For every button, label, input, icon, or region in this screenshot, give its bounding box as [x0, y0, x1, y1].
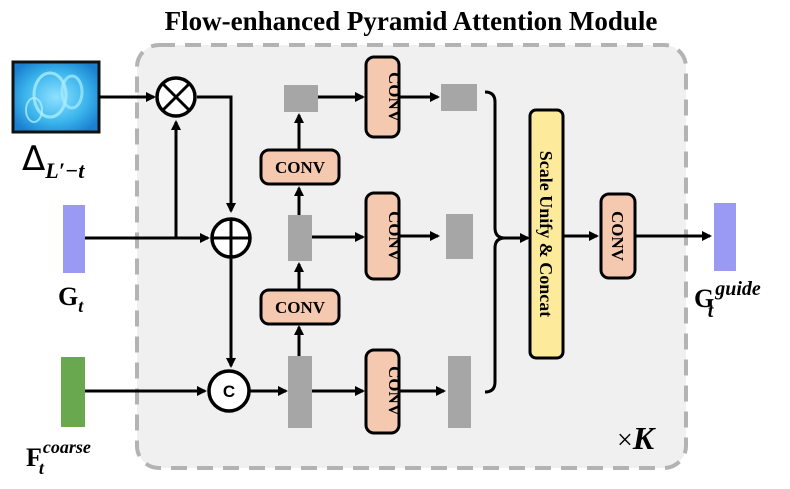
svg-text:Scale Unify & Concat: Scale Unify & Concat — [536, 151, 556, 317]
g-input-label: Gt — [58, 282, 84, 316]
svg-text:CONV: CONV — [385, 366, 404, 417]
flow-delta: Δ — [22, 139, 45, 179]
multiply-operator — [155, 76, 197, 118]
conv-branch-middle: CONV — [364, 191, 404, 281]
concat-operator: C — [207, 369, 251, 413]
flow-input-label: ΔL′−t — [22, 139, 85, 183]
svg-text:CONV: CONV — [275, 158, 326, 177]
wire-mul-to-add — [197, 95, 236, 213]
conv-branch-bottom: CONV — [364, 348, 404, 435]
feature-level-3 — [284, 85, 318, 112]
conv-branch-top: CONV — [364, 55, 404, 139]
output-block — [714, 203, 736, 271]
svg-text:CONV: CONV — [385, 211, 404, 262]
branch-output-2 — [446, 214, 473, 259]
repeat-label: ×K — [617, 420, 657, 456]
branch-output-1 — [448, 356, 471, 428]
scale-unify-concat-block: Scale Unify & Concat — [528, 108, 565, 360]
coarse-input-block — [61, 357, 85, 427]
feature-level-2 — [288, 215, 312, 261]
add-operator — [210, 217, 252, 259]
feature-level-1 — [288, 356, 312, 428]
conv-final: CONV — [599, 192, 637, 280]
conv-downsample-upper: CONV — [259, 148, 341, 186]
svg-text:CONV: CONV — [275, 298, 326, 317]
svg-text:CONV: CONV — [385, 72, 404, 123]
g-input-block — [63, 205, 85, 273]
branch-output-3 — [441, 84, 477, 111]
concat-symbol: C — [223, 382, 235, 401]
flow-subscript: L′−t — [44, 158, 85, 183]
diagram-title: Flow-enhanced Pyramid Attention Module — [165, 6, 658, 36]
svg-text:CONV: CONV — [608, 211, 627, 262]
conv-downsample-lower: CONV — [259, 288, 341, 326]
flow-image-input — [11, 60, 101, 134]
